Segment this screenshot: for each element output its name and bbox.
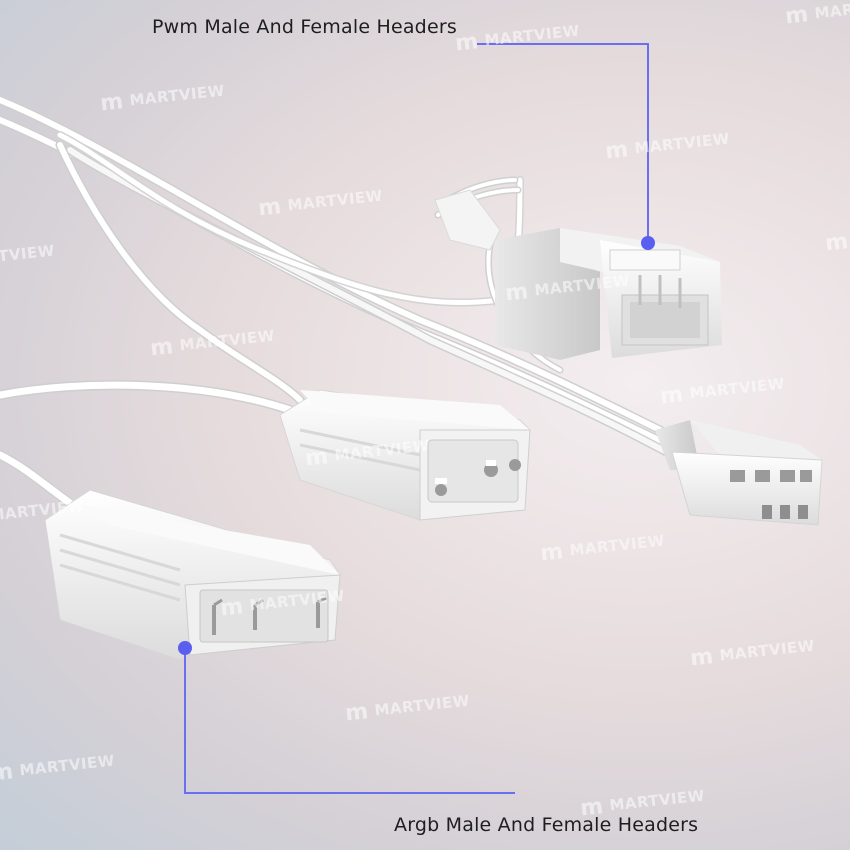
argb-male-header [44, 489, 341, 661]
pwm-male-header [434, 189, 722, 360]
pwm-female-header [655, 420, 825, 526]
argb-female-header [279, 389, 531, 521]
pwm-callout-label: Pwm Male And Female Headers [152, 16, 457, 38]
callout-pwm [477, 43, 655, 250]
callout-argb [178, 641, 515, 794]
argb-callout-label: Argb Male And Female Headers [394, 814, 699, 836]
